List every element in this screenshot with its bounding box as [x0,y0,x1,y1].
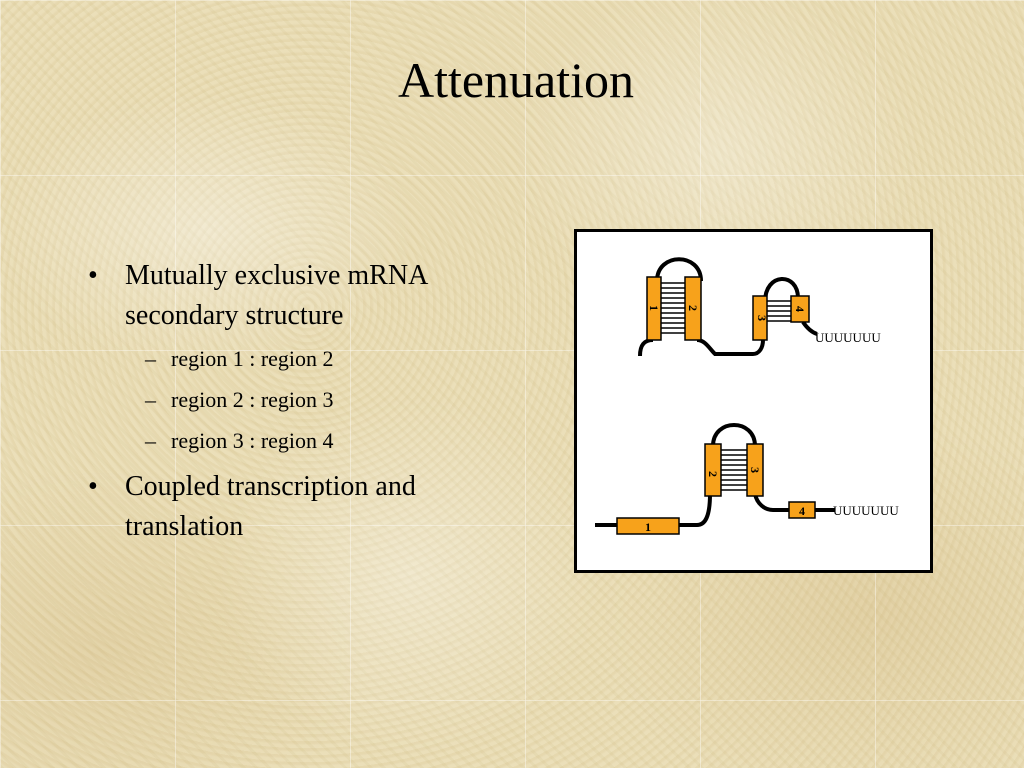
sub-bullet-text: region 1 : region 2 [171,346,334,371]
top-region-4-label: 4 [793,306,807,312]
top-structure: 1 2 3 4 [638,257,881,357]
bottom-structure: 1 2 3 4 UUUUUUU [595,423,899,535]
bullet-marker: • [88,260,98,291]
sub-bullet-item: – region 2 : region 3 [125,379,528,420]
bottom-loop-2-3 [711,423,757,447]
top-region-2-label: 2 [686,305,700,311]
bullet-content: • Mutually exclusive mRNA secondary stru… [88,256,528,553]
bullet-list: • Mutually exclusive mRNA secondary stru… [88,256,528,547]
top-basepairs-3-4 [767,300,791,322]
top-linker-2-3 [696,338,765,356]
dash-marker: – [145,428,156,453]
bullet-text: Mutually exclusive mRNA secondary struct… [125,260,427,331]
dash-marker: – [145,387,156,412]
bullet-item-coupled: • Coupled transcription and translation [88,467,528,547]
bottom-region-1-box [616,517,680,535]
attenuation-diagram: 1 2 3 4 [574,229,933,573]
sub-bullet-text: region 3 : region 4 [171,428,334,453]
sub-bullet-list: – region 1 : region 2 – region 2 : regio… [125,338,528,461]
top-basepairs-1-2 [661,282,685,334]
bottom-region-1-label: 1 [645,520,651,534]
bullet-marker: • [88,471,98,502]
sub-bullet-item: – region 1 : region 2 [125,338,528,379]
slide-title: Attenuation [397,52,635,108]
top-region-4-box [790,295,810,323]
bottom-region-2-label: 2 [706,471,720,477]
top-poly-u-tail: UUUUUUU [815,330,881,345]
bottom-region-3-label: 3 [748,467,762,473]
bottom-region-4-box [788,501,816,519]
bottom-basepairs-2-3 [721,449,747,491]
top-region-1-label: 1 [647,305,661,311]
sub-bullet-text: region 2 : region 3 [171,387,334,412]
rna-structure-svg: 1 2 3 4 [595,257,899,535]
top-tail [801,320,818,336]
top-region-3-label: 3 [755,315,769,321]
bullet-item-secondary-structure: • Mutually exclusive mRNA secondary stru… [88,256,528,461]
dash-marker: – [145,346,156,371]
bottom-linker-1-2 [679,493,712,527]
top-loop-3-4 [763,277,800,303]
top-loop-1-2 [655,257,703,282]
top-region-3-box [752,295,768,341]
sub-bullet-item: – region 3 : region 4 [125,420,528,461]
bottom-region-2-box [704,443,722,497]
bottom-linker-3-4 [753,493,789,512]
bottom-poly-u-tail: UUUUUUU [833,503,899,518]
bottom-region-4-label: 4 [799,504,805,518]
bullet-text: Coupled transcription and translation [125,471,416,542]
top-backbone-5prime [638,338,654,357]
